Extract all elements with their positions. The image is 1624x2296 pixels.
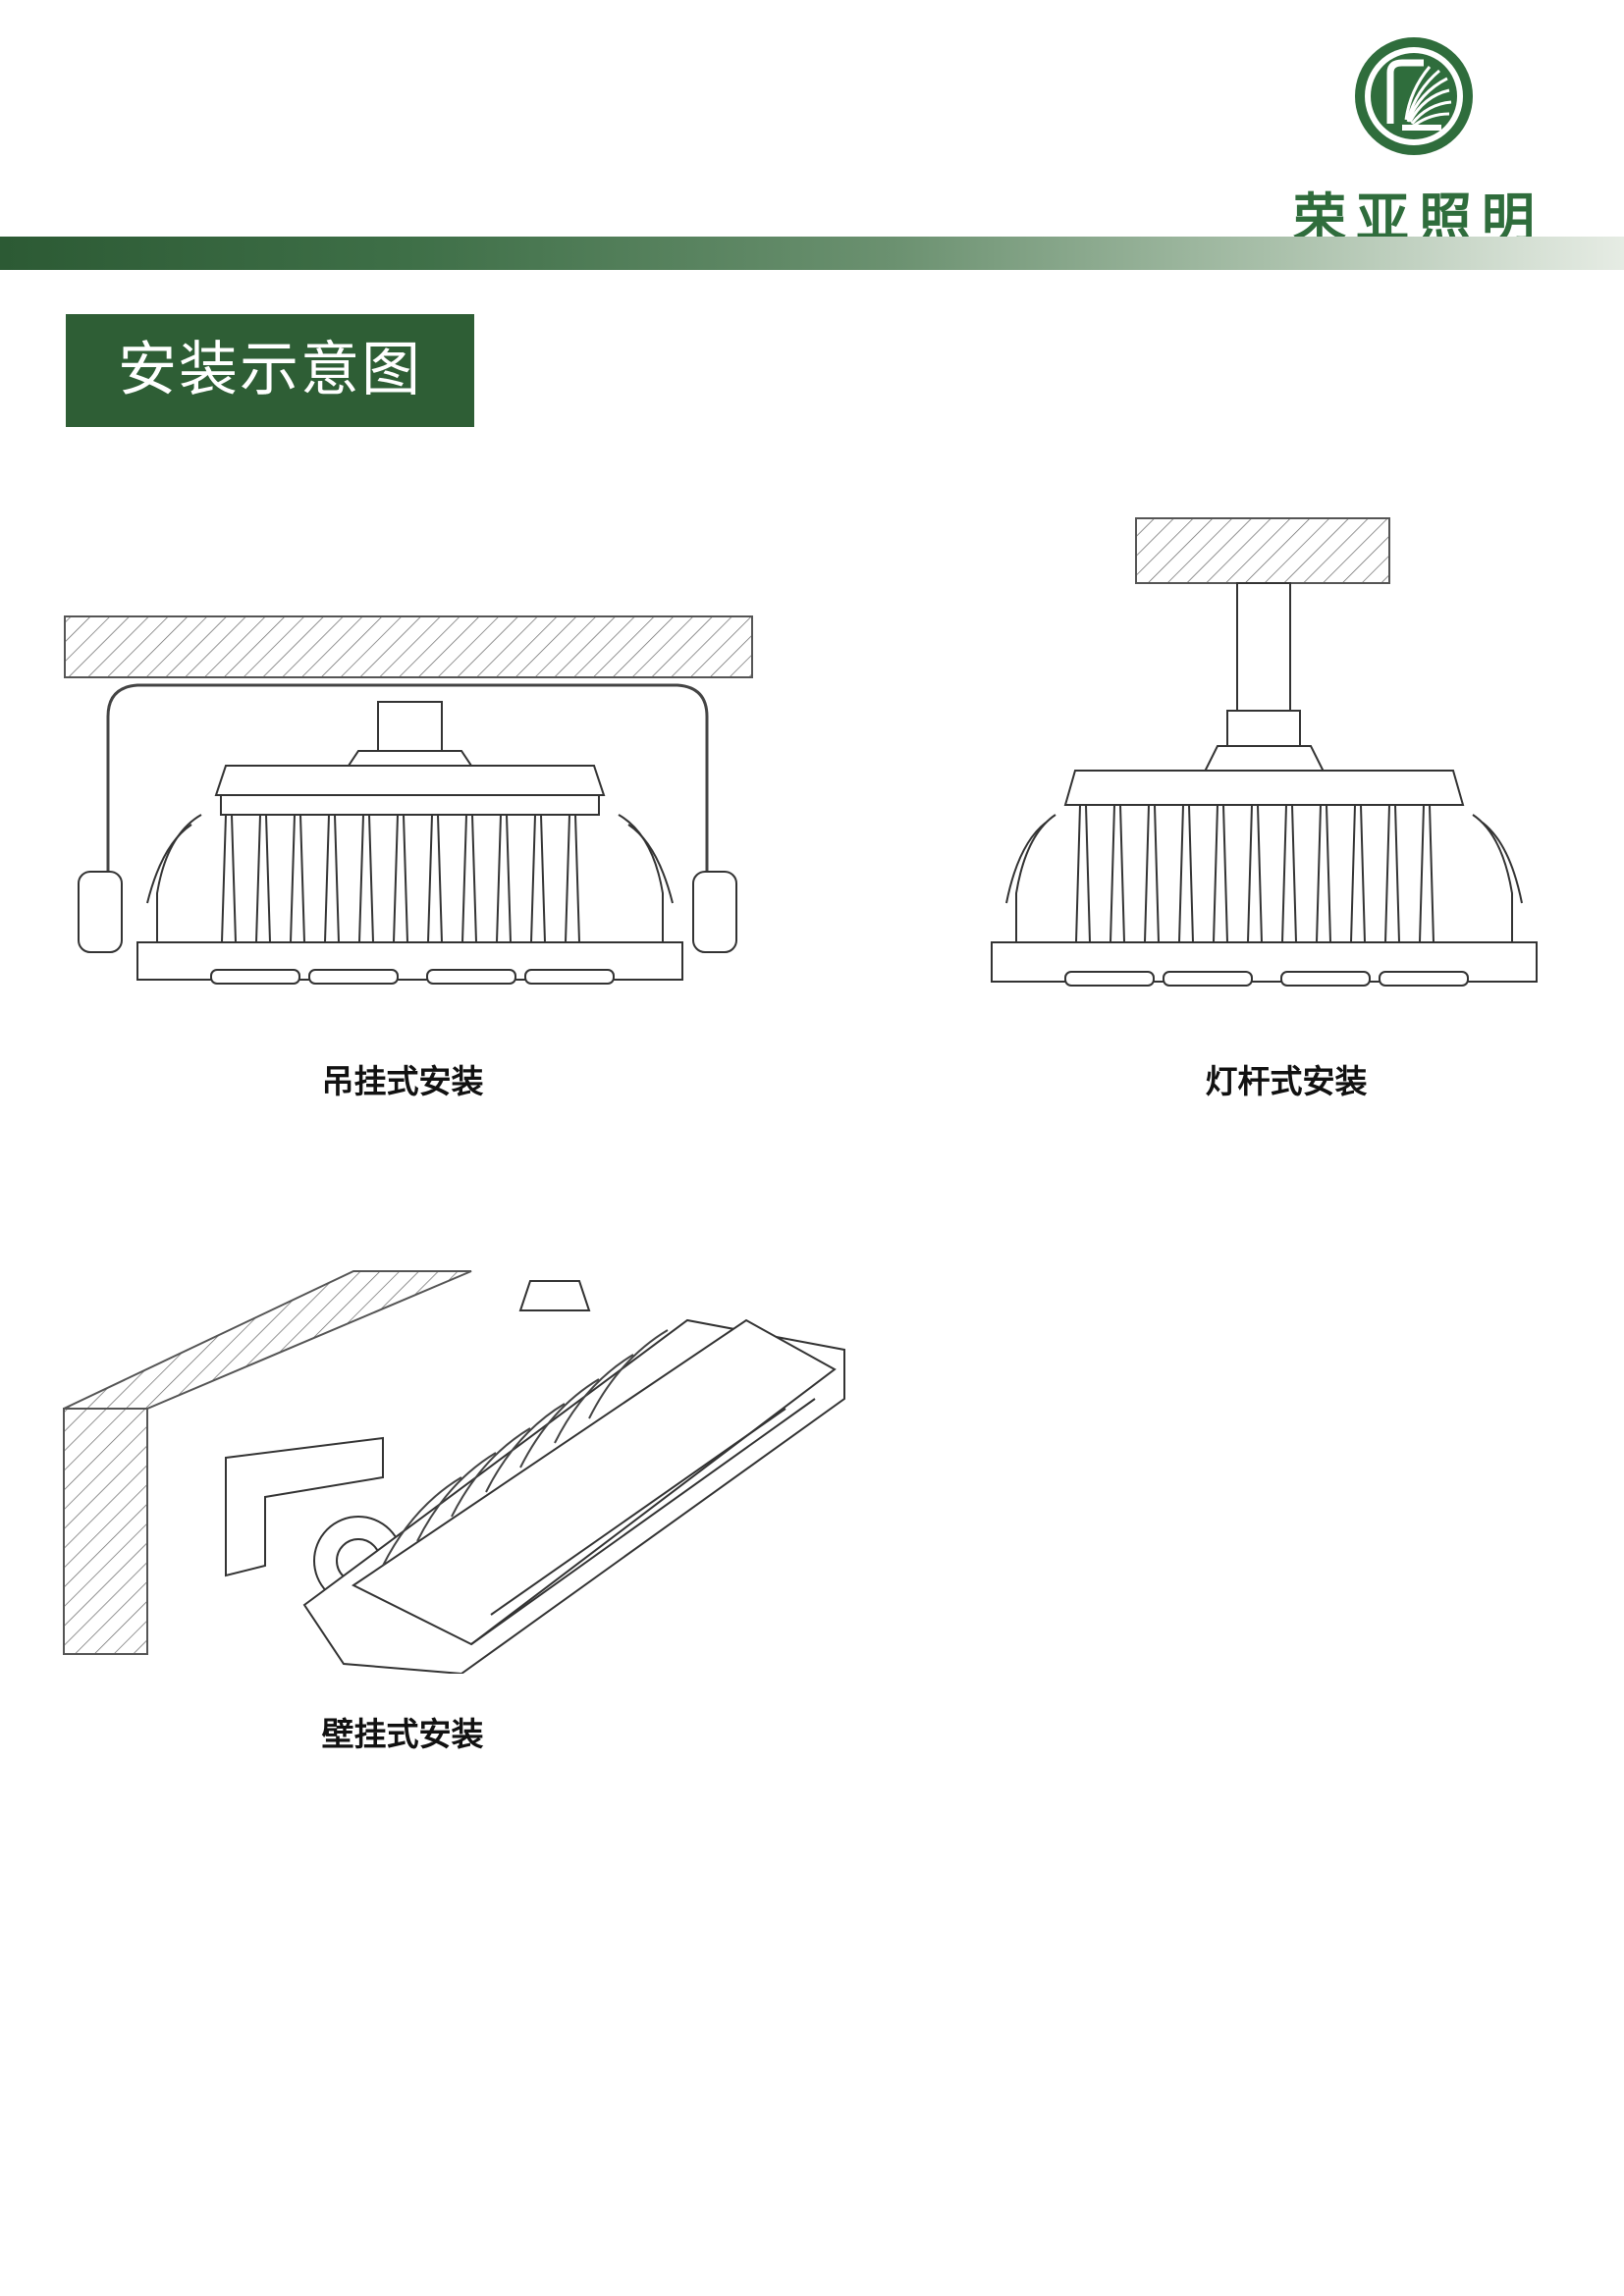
wall-install-drawing bbox=[63, 1270, 845, 1674]
header-gradient-band bbox=[0, 237, 1624, 270]
palm-leaf-logo-icon bbox=[1355, 37, 1473, 155]
brand-logo: 荣亚照明 bbox=[1276, 27, 1561, 249]
caption-pole: 灯杆式安装 bbox=[1205, 1062, 1368, 1100]
caption-wall: 壁挂式安装 bbox=[321, 1715, 484, 1753]
figure-pole-install bbox=[987, 510, 1576, 1001]
section-title: 安装示意图 bbox=[66, 314, 474, 427]
suspended-install-drawing bbox=[64, 615, 753, 985]
figure-suspended-install bbox=[59, 609, 766, 1001]
figure-wall-install bbox=[59, 1261, 864, 1674]
pole-install-drawing bbox=[991, 517, 1538, 987]
caption-suspended: 吊挂式安装 bbox=[321, 1062, 484, 1100]
